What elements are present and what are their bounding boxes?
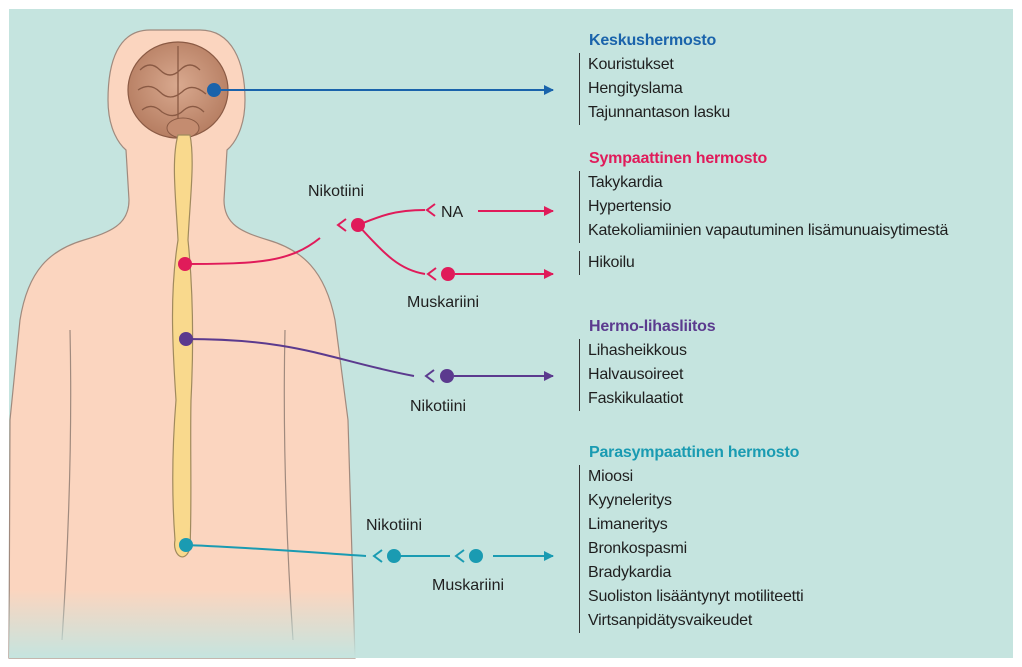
section-sympathetic-title: Sympaattinen hermosto bbox=[589, 149, 948, 169]
section-parasympathetic-title: Parasympaattinen hermosto bbox=[589, 443, 804, 463]
section-sympathetic-sweat: Hikoilu bbox=[579, 251, 948, 275]
list-item: Hypertensio bbox=[588, 195, 948, 219]
spinal-cord bbox=[173, 135, 193, 557]
nm-nicotine-label: Nikotiini bbox=[410, 398, 466, 415]
section-parasympathetic-items: Mioosi Kyyneleritys Limaneritys Bronkosp… bbox=[579, 465, 804, 633]
sym-branch-down bbox=[358, 225, 425, 274]
list-item: Tajunnantason lasku bbox=[588, 101, 730, 125]
list-item: Mioosi bbox=[588, 465, 804, 489]
list-item: Suoliston lisääntynyt motiliteetti bbox=[588, 585, 804, 609]
list-item: Faskikulaatiot bbox=[588, 387, 715, 411]
sym-nicotine-label: Nikotiini bbox=[308, 183, 364, 200]
sym-branch-up bbox=[358, 210, 425, 225]
list-item: Lihasheikkous bbox=[588, 339, 715, 363]
para-muscarine-fork bbox=[456, 550, 464, 562]
para-spinal-node bbox=[179, 538, 193, 552]
section-central-items: Kouristukset Hengityslama Tajunnantason … bbox=[579, 53, 730, 125]
section-sympathetic: Sympaattinen hermosto Takykardia Hyperte… bbox=[575, 149, 948, 275]
list-item: Bronkospasmi bbox=[588, 537, 804, 561]
para-muscarine-label: Muskariini bbox=[432, 577, 504, 594]
sym-na-label: NA bbox=[441, 204, 464, 221]
list-item: Kyyneleritys bbox=[588, 489, 804, 513]
list-item: Virtsanpidätysvaikeudet bbox=[588, 609, 804, 633]
section-neuromuscular-items: Lihasheikkous Halvausoireet Faskikulaati… bbox=[579, 339, 715, 411]
para-muscarine-node bbox=[469, 549, 483, 563]
nm-spinal-node bbox=[179, 332, 193, 346]
list-item: Hengityslama bbox=[588, 77, 730, 101]
section-neuromuscular: Hermo-lihasliitos Lihasheikkous Halvauso… bbox=[575, 317, 715, 411]
section-parasympathetic: Parasympaattinen hermosto Mioosi Kyynele… bbox=[575, 443, 804, 633]
sym-synapse-fork bbox=[338, 219, 346, 231]
list-item: Limaneritys bbox=[588, 513, 804, 537]
sym-muscarine-node bbox=[441, 267, 455, 281]
bottom-fade bbox=[9, 590, 379, 658]
sym-na-fork bbox=[427, 204, 435, 216]
sym-spinal-node bbox=[178, 257, 192, 271]
section-neuromuscular-title: Hermo-lihasliitos bbox=[589, 317, 715, 337]
section-central-title: Keskushermosto bbox=[589, 31, 730, 51]
sym-muscarine-fork bbox=[428, 268, 436, 280]
list-item: Hikoilu bbox=[588, 251, 948, 275]
nm-junction-node bbox=[440, 369, 454, 383]
section-central: Keskushermosto Kouristukset Hengityslama… bbox=[575, 31, 730, 125]
section-sympathetic-items: Takykardia Hypertensio Katekoliamiinien … bbox=[579, 171, 948, 243]
list-item: Halvausoireet bbox=[588, 363, 715, 387]
list-item: Bradykardia bbox=[588, 561, 804, 585]
list-item: Katekoliamiinien vapautuminen lisämunuai… bbox=[588, 219, 948, 243]
para-nicotine-fork bbox=[374, 550, 382, 562]
list-item: Takykardia bbox=[588, 171, 948, 195]
list-item: Kouristukset bbox=[588, 53, 730, 77]
nm-synapse-fork bbox=[426, 370, 434, 382]
para-nicotine-label: Nikotiini bbox=[366, 517, 422, 534]
cns-node bbox=[207, 83, 221, 97]
sym-muscarine-label: Muskariini bbox=[407, 294, 479, 311]
